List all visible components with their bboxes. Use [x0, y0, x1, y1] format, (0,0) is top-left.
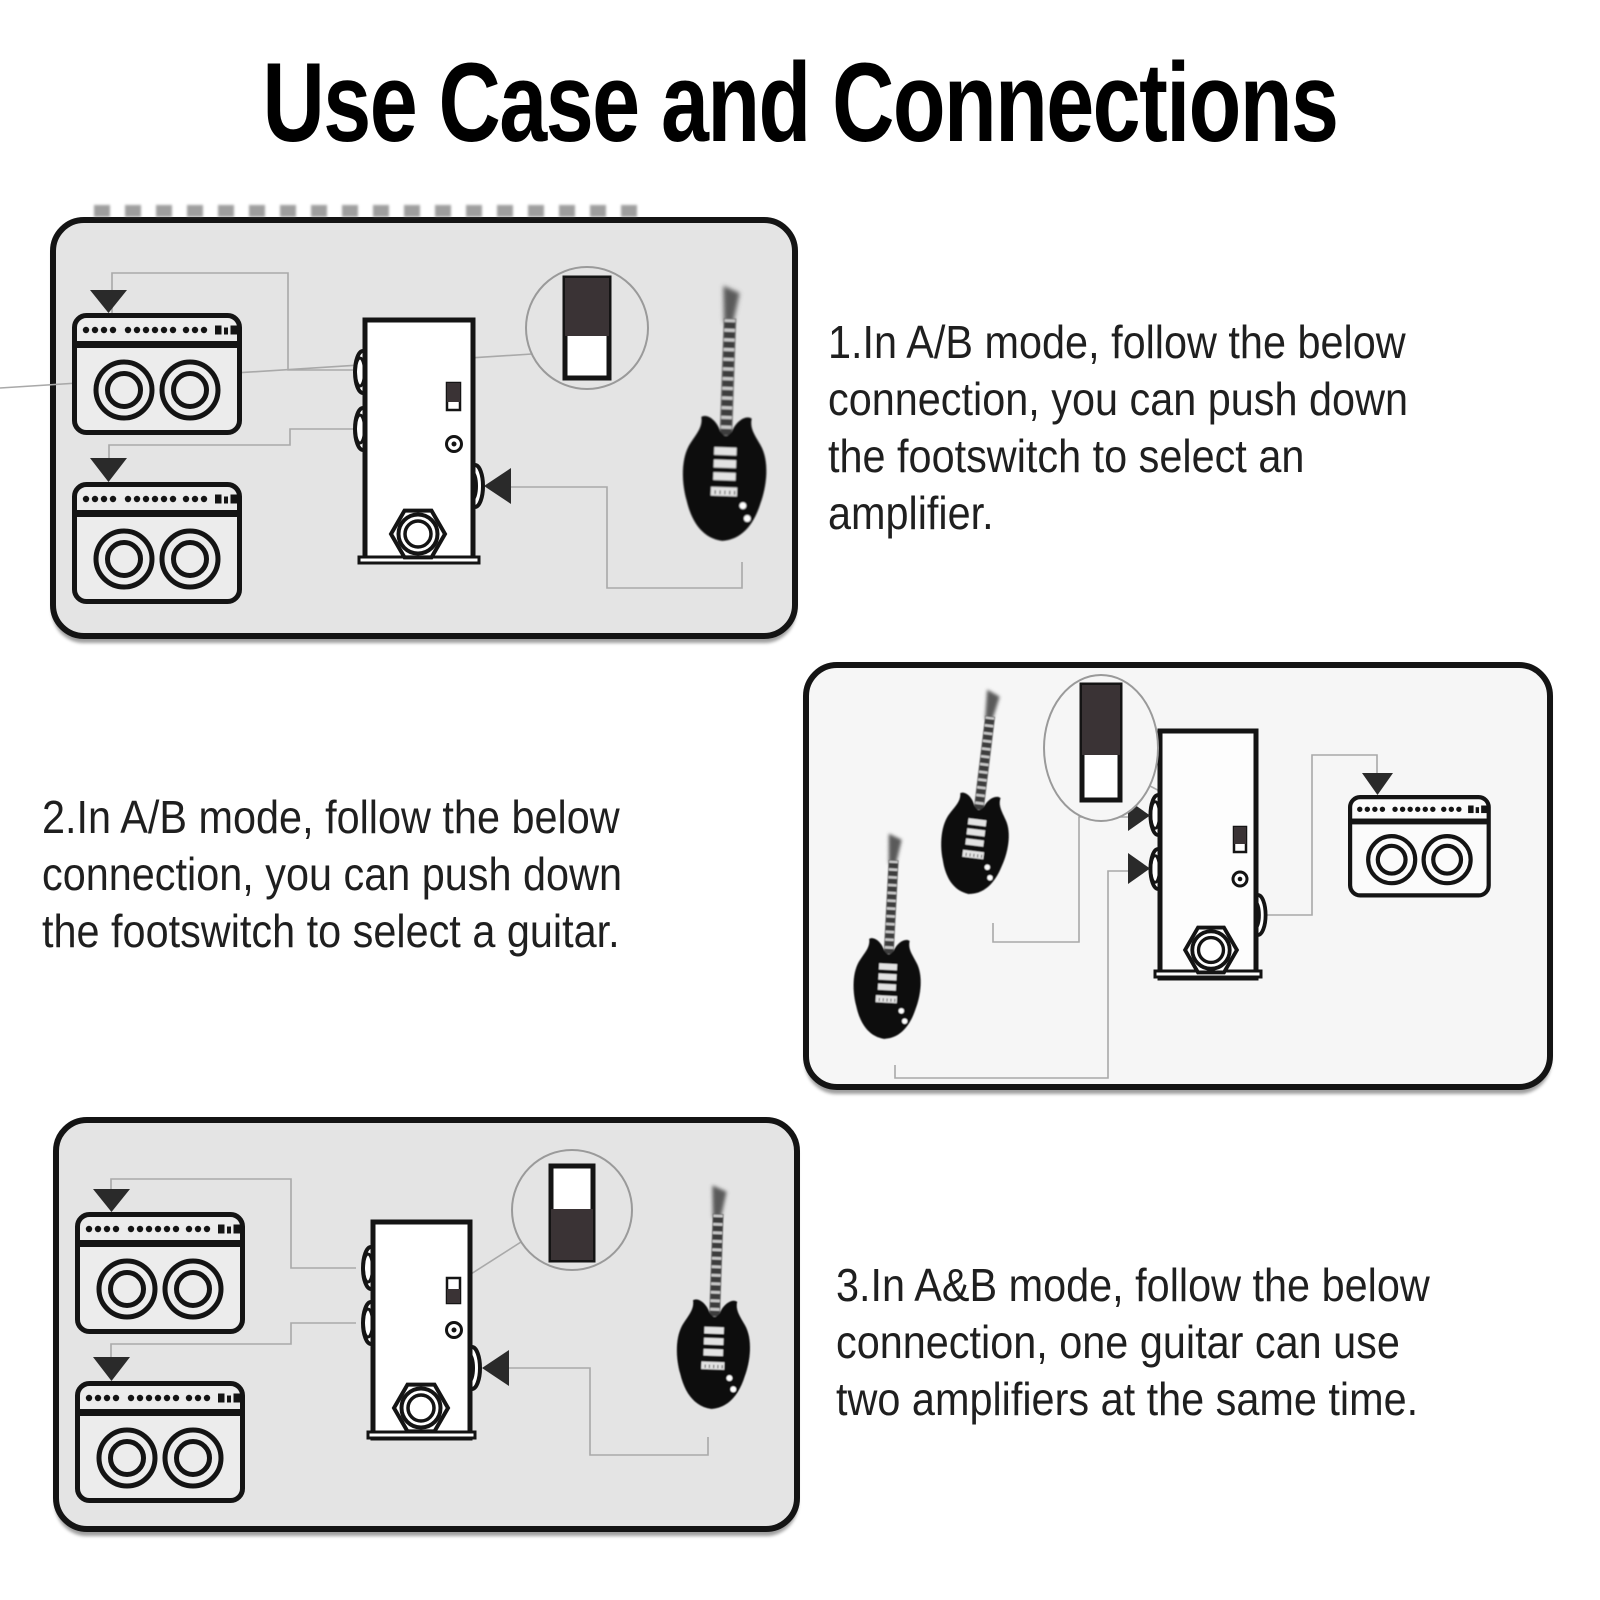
cropped-text-artifact: [94, 205, 650, 217]
caption-3: 3.In A&B mode, follow the below connecti…: [836, 1257, 1496, 1428]
caption-line: amplifier.: [828, 487, 994, 539]
caption-1: 1.In A/B mode, follow the below connecti…: [828, 314, 1472, 542]
caption-line: the footswitch to select a guitar.: [42, 905, 620, 957]
diagram-panel-ab-amp-select: [50, 217, 798, 639]
diagram-panel-ab-guitar-select: [803, 662, 1553, 1090]
caption-line: connection, you can push down: [42, 848, 623, 900]
caption-2: 2.In A/B mode, follow the below connecti…: [42, 789, 686, 960]
caption-line: two amplifiers at the same time.: [836, 1373, 1419, 1425]
page-title: Use Case and Connections: [262, 40, 1339, 165]
caption-line: connection, one guitar can use: [836, 1316, 1400, 1368]
caption-line: 1.In A/B mode, follow the below: [828, 316, 1406, 368]
caption-line: 2.In A/B mode, follow the below: [42, 791, 620, 843]
caption-line: 3.In A&B mode, follow the below: [836, 1259, 1430, 1311]
caption-line: connection, you can push down: [828, 373, 1409, 425]
diagram-panel-aandb-mode: [53, 1117, 800, 1532]
caption-line: the footswitch to select an: [828, 430, 1305, 482]
